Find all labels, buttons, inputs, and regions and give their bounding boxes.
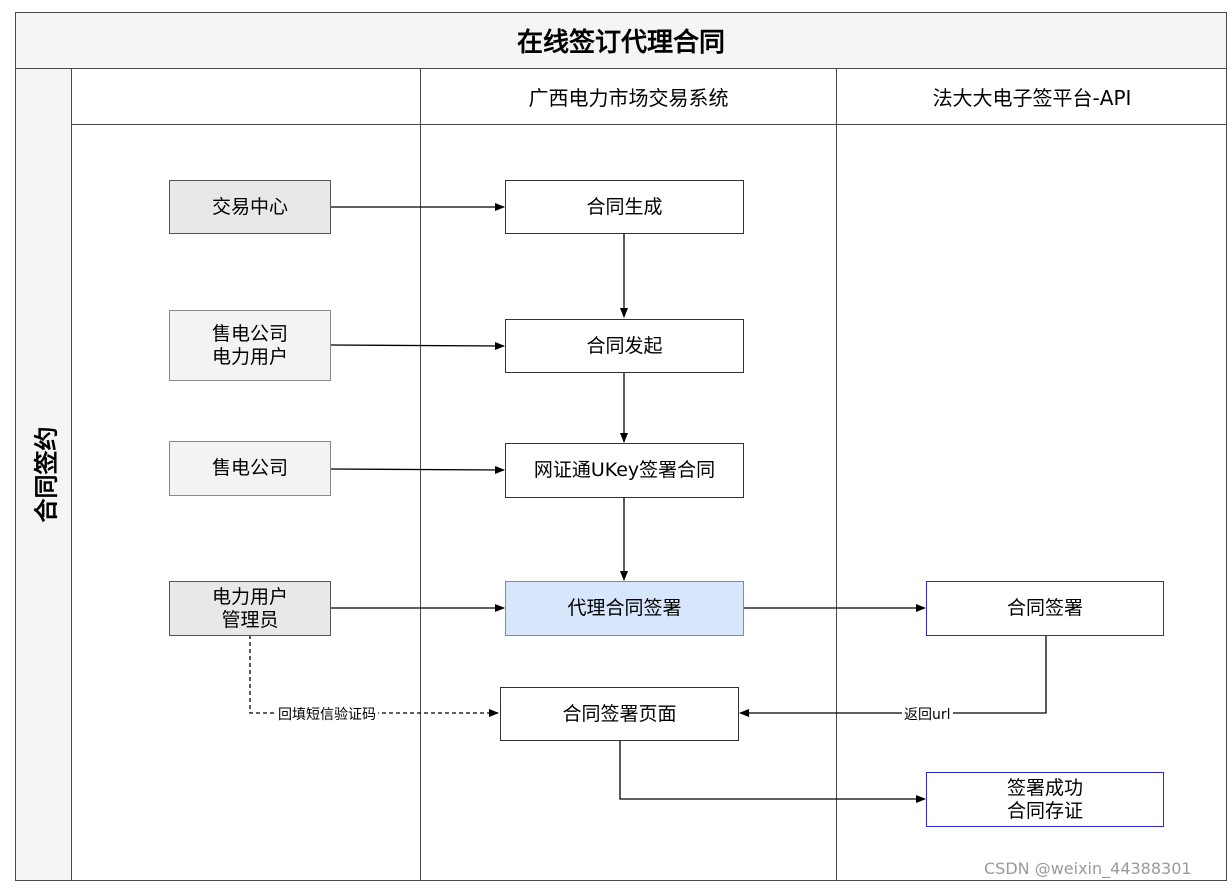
node-ukey-sign: 网证通UKey签署合同 xyxy=(505,443,744,498)
edge-sign-page-to-success xyxy=(619,740,926,803)
edge-label-sms-code: 回填短信验证码 xyxy=(276,704,378,724)
node-api-contract-sign: 合同签署 xyxy=(926,581,1164,636)
column-divider-2 xyxy=(836,68,837,881)
edge-api-sign-return-url xyxy=(739,635,1047,717)
node-api-success: 签署成功 合同存证 xyxy=(926,772,1164,827)
node-proxy-sign: 代理合同签署 xyxy=(505,581,744,636)
diagram-title: 在线签订代理合同 xyxy=(15,12,1227,69)
node-contract-generate: 合同生成 xyxy=(505,180,744,234)
node-sign-page: 合同签署页面 xyxy=(500,687,739,741)
actor-seller-user: 售电公司 电力用户 xyxy=(169,310,331,381)
column-header-fadada-api: 法大大电子签平台-API xyxy=(932,86,1132,110)
edge-seller-to-ukey-sign xyxy=(329,465,505,474)
edge-label-return-url: 返回url xyxy=(902,704,953,724)
actor-seller: 售电公司 xyxy=(169,441,331,496)
edge-seller-user-to-initiate xyxy=(329,341,505,350)
column-header-row xyxy=(71,68,1227,125)
actor-user-admin: 电力用户 管理员 xyxy=(169,581,331,636)
lane-header xyxy=(15,68,72,881)
column-header-trading-system: 广西电力市场交易系统 xyxy=(528,86,729,110)
watermark: CSDN @weixin_44388301 xyxy=(984,859,1192,878)
edge-sms-code-dashed xyxy=(249,635,499,717)
column-divider-1 xyxy=(420,68,421,881)
node-contract-initiate: 合同发起 xyxy=(505,319,744,373)
actor-trading-center: 交易中心 xyxy=(169,180,331,234)
